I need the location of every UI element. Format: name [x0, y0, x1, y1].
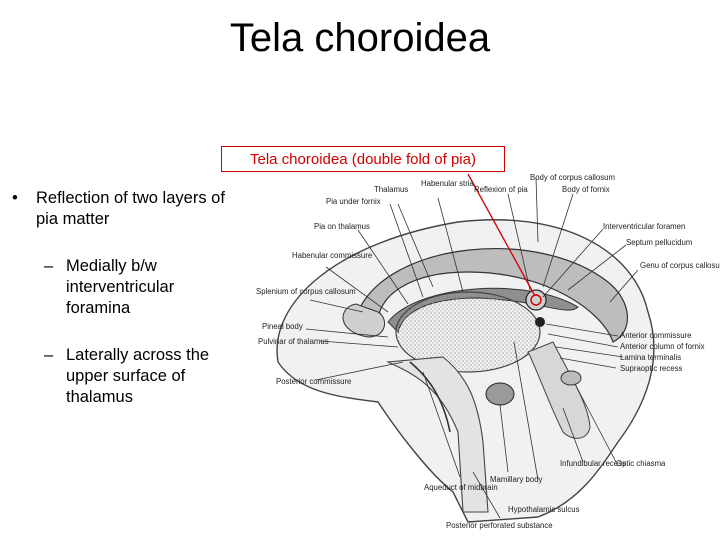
figure-label: Pia on thalamus — [314, 222, 370, 231]
figure-label: Interventricular foramen — [603, 222, 685, 231]
optic-chiasma — [560, 370, 582, 386]
figure-label: Thalamus — [374, 185, 408, 194]
thalamus-region — [395, 291, 541, 373]
reflexion-marker-icon — [530, 294, 542, 306]
figure-label: Optic chiasma — [616, 459, 666, 468]
sub-bullet-text: Laterally across the upper surface of th… — [66, 346, 210, 406]
figure-label: Splenium of corpus callosum — [256, 287, 356, 296]
figure-label: Infundibular recess — [560, 459, 626, 468]
dash-icon: – — [44, 346, 54, 364]
anterior-commissure — [535, 317, 545, 327]
brain-sagittal-figure: Body of corpus callosum Habenular stria … — [238, 172, 720, 540]
interventricular-foramen — [525, 289, 547, 311]
figure-label: Body of corpus callosum — [530, 173, 615, 182]
figure-label: Body of fornix — [562, 185, 610, 194]
figure-label: Lamina terminalis — [620, 353, 681, 362]
figure-label: Reflexion of pia — [474, 185, 528, 194]
figure-label: Habenular commissure — [292, 251, 372, 260]
figure-label: Genu of corpus callosum — [640, 261, 720, 270]
figure-label: Hypothalamic sulcus — [508, 505, 580, 514]
bullet-dot-icon: • — [12, 189, 18, 207]
figure-label: Aqueduct of midbrain — [424, 483, 498, 492]
figure-label: Anterior column of fornix — [620, 342, 705, 351]
bullet-item: • Reflection of two layers of pia matter — [12, 188, 227, 230]
sub-bullet-item: – Laterally across the upper surface of … — [12, 345, 227, 408]
figure-label: Septum pellucidum — [626, 238, 692, 247]
bullet-list: • Reflection of two layers of pia matter… — [12, 188, 227, 434]
figure-label: Posterior commissure — [276, 377, 351, 386]
brainstem — [386, 356, 489, 513]
brain-diagram: Body of corpus callosum Habenular stria … — [256, 173, 720, 530]
figure-label: Anterior commissure — [620, 331, 692, 340]
figure-label: Supraoptic recess — [620, 364, 683, 373]
aqueduct — [409, 361, 451, 433]
figure-label: Mamillary body — [490, 475, 543, 484]
pointer-lines — [305, 177, 639, 519]
callout-pointer — [467, 173, 536, 297]
splenium — [342, 303, 386, 338]
sub-bullet-item: – Medially b/w interventricular foramina — [12, 256, 227, 319]
figure-label: Habenular stria — [421, 179, 475, 188]
mamillary-body — [485, 382, 515, 406]
sub-bullet-text: Medially b/w interventricular foramina — [66, 257, 175, 317]
figure-label: Posterior perforated substance — [446, 521, 553, 530]
bullet-text: Reflection of two layers of pia matter — [36, 189, 225, 228]
figure-label: Pulvinar of thalamus — [258, 337, 329, 346]
figure-label: Pia under fornix — [326, 197, 381, 206]
slide-title: Tela choroidea — [229, 16, 491, 60]
figure-label: Pineal body — [262, 322, 303, 331]
dash-icon: – — [44, 257, 54, 275]
figure-labels: Body of corpus callosum Habenular stria … — [256, 173, 720, 530]
corpus-callosum — [357, 248, 628, 343]
tela-choroidea-callout: Tela choroidea (double fold of pia) — [221, 146, 505, 172]
